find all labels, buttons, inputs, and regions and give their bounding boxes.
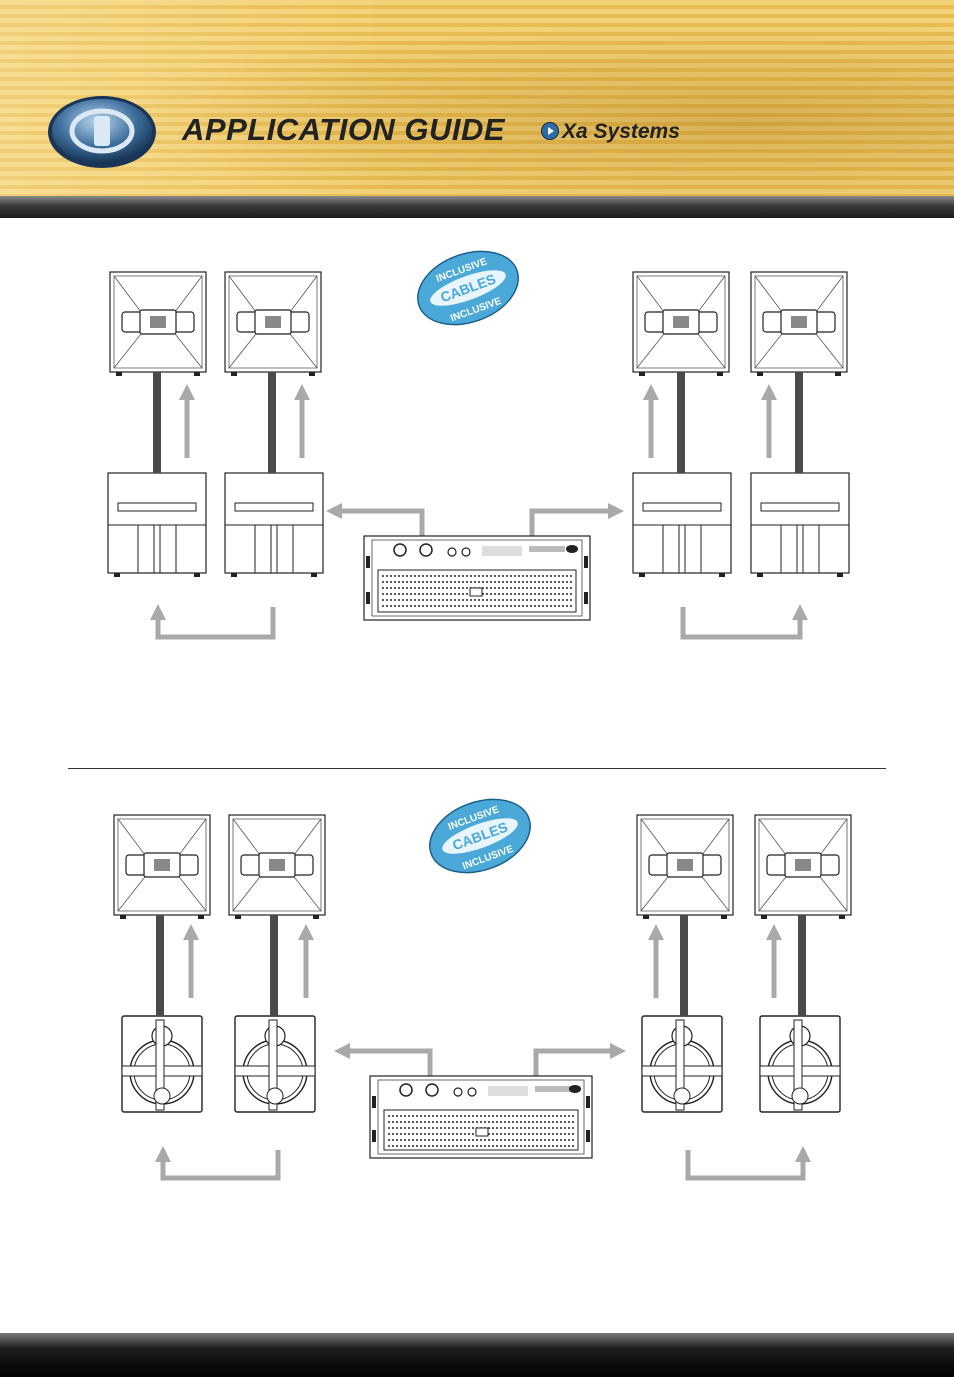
- woofer-sub-icon: [121, 1015, 203, 1113]
- sub-cabinet-icon: [224, 472, 324, 578]
- woofer-sub-icon: [234, 1015, 316, 1113]
- header-banner: APPLICATION GUIDE Xa Systems: [0, 0, 954, 218]
- section-divider: [68, 768, 886, 769]
- header-bottom-band: [0, 196, 954, 218]
- amplifier-icon: [369, 1075, 593, 1159]
- speaker-cables: [156, 915, 806, 1016]
- sub-cabinet-icon: [632, 472, 732, 578]
- cables-inclusive-badge: INCLUSIVE CABLES INCLUSIVE: [417, 250, 519, 326]
- amplifier-icon: [363, 535, 591, 621]
- speaker-cables: [153, 372, 803, 473]
- page-title: APPLICATION GUIDE: [182, 112, 506, 147]
- top-speaker-icon: [632, 271, 730, 377]
- cables-inclusive-badge: INCLUSIVE CABLES INCLUSIVE: [429, 798, 531, 874]
- woofer-sub-icon: [641, 1015, 723, 1113]
- top-speaker-icon: [224, 271, 322, 377]
- signal-arrows: [149, 383, 809, 640]
- top-speaker-icon: [109, 271, 207, 377]
- top-speaker-icon: [636, 814, 734, 920]
- page-subtitle: Xa Systems: [562, 120, 680, 143]
- sub-cabinet-icon: [750, 472, 850, 578]
- sub-cabinet-icon: [107, 472, 207, 578]
- logo-disc-icon: [48, 96, 156, 168]
- header-background: [0, 0, 954, 218]
- top-speaker-icon: [754, 814, 852, 920]
- footer-band: [0, 1333, 954, 1377]
- signal-arrows: [154, 923, 812, 1181]
- play-icon: [541, 122, 559, 140]
- top-speaker-icon: [113, 814, 211, 920]
- top-speaker-icon: [750, 271, 848, 377]
- top-speaker-icon: [228, 814, 326, 920]
- woofer-sub-icon: [759, 1015, 841, 1113]
